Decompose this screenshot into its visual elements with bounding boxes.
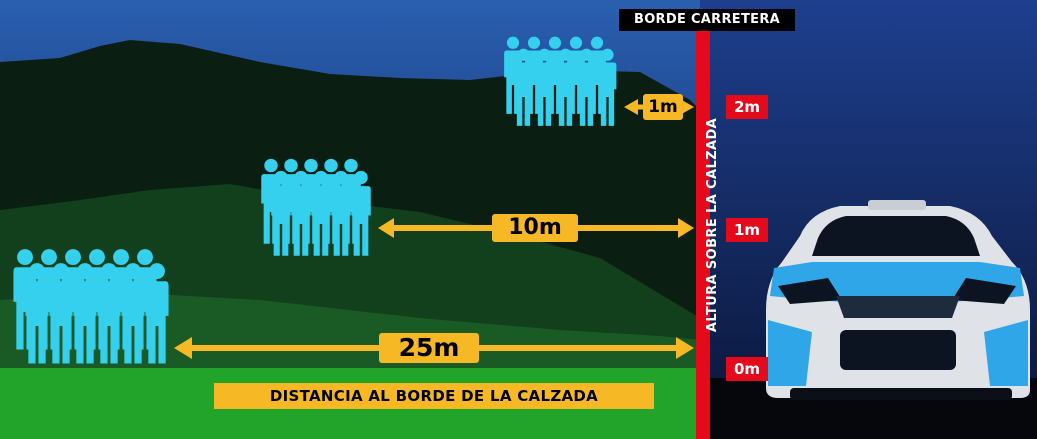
- distance-label-1m: 1m: [643, 94, 683, 120]
- road-edge-line: [696, 30, 710, 439]
- distance-label-25m: 25m: [379, 333, 479, 363]
- rally-car-icon: [766, 200, 1030, 400]
- height-label-0m: 0m: [726, 357, 768, 381]
- height-label-1m: 1m: [726, 218, 768, 242]
- vertical-axis-label: ALTURA SOBRE LA CALZADA: [705, 117, 720, 333]
- distance-label-10m: 10m: [492, 214, 578, 242]
- height-label-2m: 2m: [726, 95, 768, 119]
- ground-axis-label: DISTANCIA AL BORDE DE LA CALZADA: [214, 383, 654, 409]
- road-edge-title: BORDE CARRETERA: [619, 9, 795, 31]
